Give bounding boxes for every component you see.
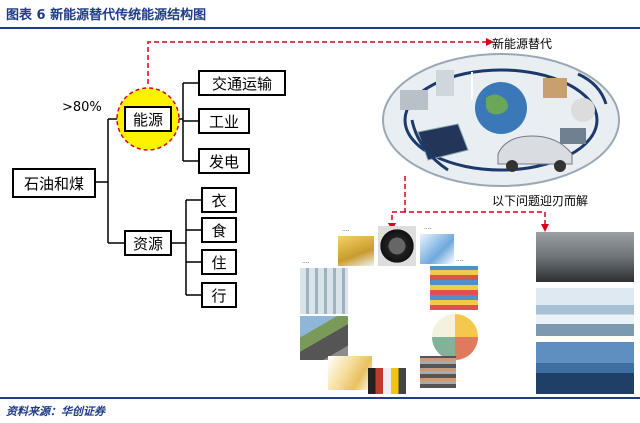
resource-child-housing: 住: [201, 249, 237, 275]
new-energy-illustration: [382, 53, 620, 187]
resource-child-food: 食: [201, 217, 237, 243]
resource-child-travel: 行: [201, 282, 237, 308]
photo-pills: [420, 234, 454, 264]
footer-rule: [0, 397, 640, 399]
photo-food: [432, 314, 478, 360]
root-node-oil-coal: 石油和煤: [12, 168, 96, 198]
photo-chemicals: [368, 368, 406, 394]
photo-ice-melting: [536, 288, 634, 336]
energy-child-industry: 工业: [198, 108, 250, 134]
photo-cosmetics: [328, 356, 372, 390]
resources-node: 资源: [124, 230, 172, 256]
energy-child-power: 发电: [198, 148, 250, 174]
photo-petrol: [338, 236, 374, 266]
energy-child-transport: 交通运输: [198, 70, 286, 96]
new-energy-label: 新能源替代: [492, 37, 553, 51]
resource-child-clothing: 衣: [201, 187, 237, 213]
figure-title: 图表 6 新能源替代传统能源结构图: [6, 8, 207, 23]
photo-tire: [378, 226, 416, 266]
share-label: >80%: [62, 100, 102, 115]
energy-node: 能源: [124, 106, 172, 132]
source-note: 资料来源：华创证券: [6, 405, 105, 418]
photo-air-pollution: [536, 232, 634, 282]
photo-flooded-city: [536, 342, 634, 394]
header-rule: [0, 27, 640, 29]
photo-bottles: [300, 268, 348, 314]
photo-shelves: [430, 266, 478, 310]
photo-road: [300, 316, 348, 360]
photo-clothes: [420, 356, 456, 388]
problems-solved-label: 以下问题迎刃而解: [492, 194, 589, 208]
